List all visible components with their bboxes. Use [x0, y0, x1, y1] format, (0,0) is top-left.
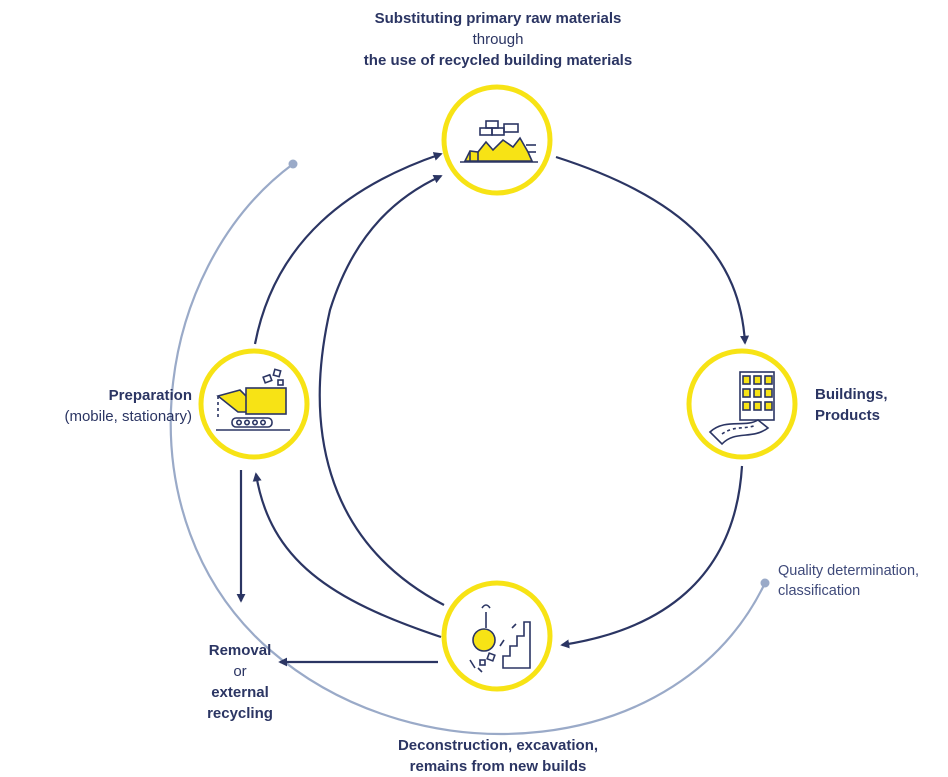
label-right-line1: Buildings,	[815, 386, 888, 403]
arrow-bottom-to-left	[252, 472, 442, 639]
label-removal-line4: recycling	[207, 705, 273, 722]
label-right: Buildings, Products	[815, 384, 935, 426]
label-left-line2: (mobile, stationary)	[64, 408, 192, 425]
label-left-line1: Preparation	[108, 387, 192, 404]
label-top-line1: Substituting primary raw materials	[374, 10, 622, 27]
label-removal-line1: Removal	[208, 642, 272, 659]
arrow-bottom-to-top-direct	[318, 174, 445, 606]
label-left: Preparation (mobile, stationary)	[0, 385, 192, 427]
node-right	[686, 348, 798, 460]
label-top: Substituting primary raw materials throu…	[300, 8, 696, 71]
arc-start-dot	[288, 159, 298, 169]
label-bottom: Deconstruction, excavation, remains from…	[330, 735, 666, 777]
arrow-right-to-bottom	[560, 465, 744, 649]
quality-cycle-arc	[169, 163, 766, 736]
label-quality: Quality determination, classification	[778, 561, 946, 601]
label-right-line2: Products	[815, 407, 881, 424]
label-quality-line1: Quality determination,	[778, 563, 920, 579]
wrecking-ball-demolition-icon	[469, 604, 531, 673]
arrow-left-to-top	[253, 152, 443, 345]
crusher-machine-icon	[216, 368, 290, 431]
building-road-icon	[708, 371, 775, 446]
label-top-line2: through	[472, 31, 524, 48]
label-removal: Removal or external recycling	[180, 640, 300, 724]
label-bottom-line2: remains from new builds	[409, 758, 587, 775]
recycled-materials-pile-icon	[460, 120, 538, 163]
label-top-line3: the use of recycled building materials	[363, 52, 633, 69]
node-left	[198, 348, 310, 460]
node-bottom	[441, 580, 553, 692]
label-bottom-line1: Deconstruction, excavation,	[397, 737, 599, 754]
label-removal-line3: external	[211, 684, 269, 701]
arrow-top-to-right	[555, 155, 750, 345]
arc-end-dot	[760, 578, 770, 588]
node-top	[441, 84, 553, 196]
label-quality-line2: classification	[778, 583, 861, 599]
label-removal-line2: or	[233, 663, 247, 680]
